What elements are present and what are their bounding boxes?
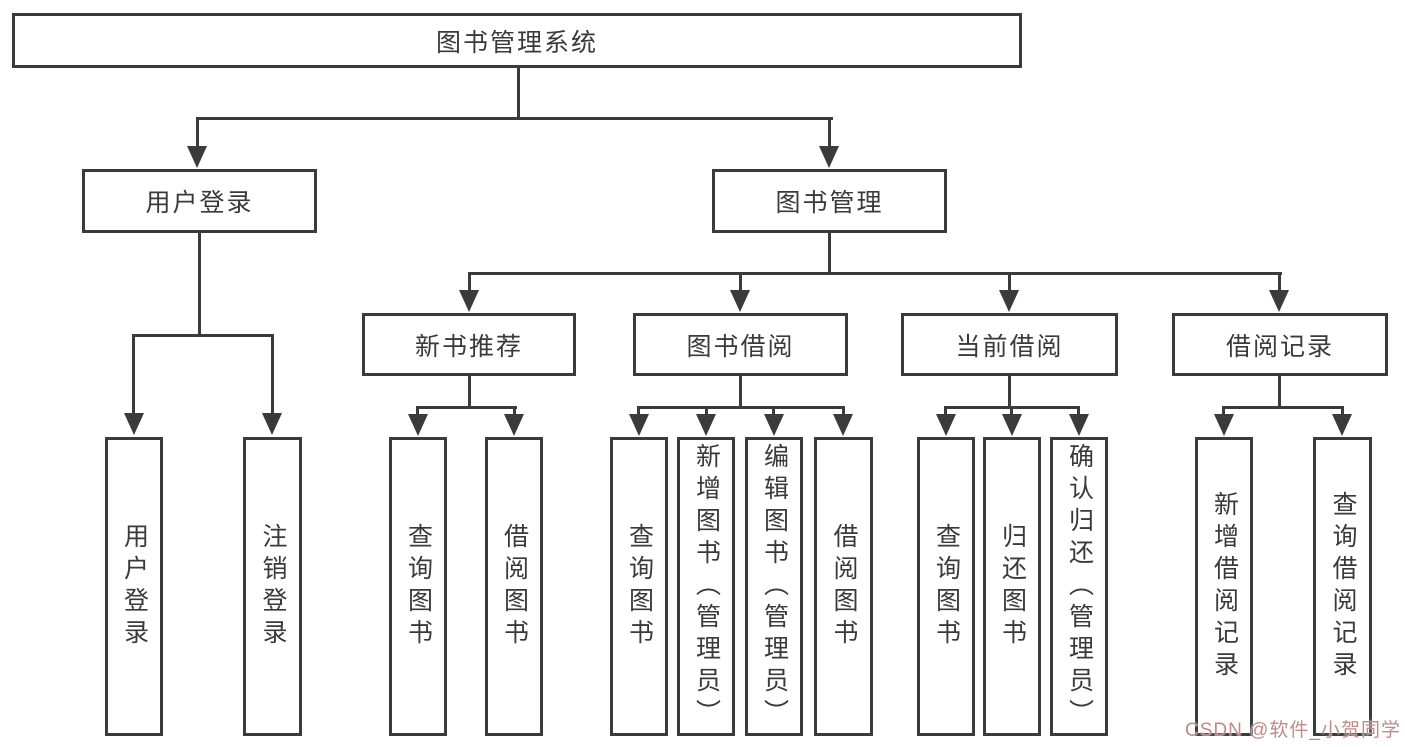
leaf-borrow-borrow-books: 借阅图书 bbox=[814, 437, 873, 736]
arrowhead-to-borrow-query bbox=[629, 414, 649, 436]
node-label: 归还图书 bbox=[998, 522, 1027, 651]
connector-arrow-shaft-borrow-borrow bbox=[842, 406, 845, 418]
connector-arrow-shaft-borrow-add bbox=[705, 406, 708, 418]
arrowhead-to-record-add bbox=[1214, 414, 1234, 436]
connector-arrow-shaft-new-book bbox=[468, 272, 471, 292]
connector-record-bar bbox=[1223, 406, 1343, 409]
node-label: 新增图书（管理员） bbox=[692, 442, 721, 731]
leaf-borrow-query-books: 查询图书 bbox=[610, 437, 668, 736]
connector-borrow-bar bbox=[638, 406, 845, 409]
node-label: 查询借阅记录 bbox=[1329, 490, 1357, 683]
csdn-watermark: CSDN @软件_小贺同学 bbox=[1185, 720, 1401, 741]
node-label: 注销登录 bbox=[259, 522, 287, 651]
node-label: 借阅图书 bbox=[830, 522, 858, 651]
leaf-logout: 注销登录 bbox=[243, 437, 302, 736]
arrowhead-to-current-query bbox=[936, 414, 956, 436]
node-label: 图书借阅 bbox=[686, 332, 795, 361]
leaf-borrow-edit-books-admin: 编辑图书（管理员） bbox=[745, 437, 803, 736]
arrowhead-to-recommend-borrow bbox=[504, 414, 524, 436]
node-current-borrow: 当前借阅 bbox=[901, 313, 1118, 376]
leaf-borrow-add-books-admin: 新增图书（管理员） bbox=[677, 437, 735, 736]
leaf-current-query-books: 查询图书 bbox=[917, 437, 975, 736]
connector-arrow-shaft-current-return bbox=[1010, 406, 1013, 418]
leaf-record-query-borrow-record: 查询借阅记录 bbox=[1313, 437, 1372, 736]
node-label: 图书管理 bbox=[775, 189, 884, 217]
arrowhead-to-leaf-user-login bbox=[124, 413, 144, 435]
connector-level3-bar bbox=[468, 272, 1282, 275]
connector-user-login-bar bbox=[133, 334, 274, 337]
leaf-recommend-query-books: 查询图书 bbox=[389, 437, 447, 736]
node-root-library-management-system: 图书管理系统 bbox=[12, 13, 1022, 68]
connector-arrow-shaft-leaf-user-login bbox=[132, 334, 135, 416]
arrowhead-to-leaf-logout bbox=[262, 413, 282, 435]
node-new-book-recommend: 新书推荐 bbox=[362, 313, 576, 376]
arrowhead-to-current-confirm bbox=[1069, 414, 1089, 436]
leaf-current-confirm-return-admin: 确认归还（管理员） bbox=[1050, 437, 1108, 736]
node-borrow-record: 借阅记录 bbox=[1172, 313, 1388, 376]
connector-arrow-shaft-current-borrow bbox=[1008, 272, 1011, 292]
connector-borrow-trunk bbox=[739, 376, 742, 409]
arrowhead-to-borrow-record bbox=[1269, 290, 1289, 312]
node-book-management: 图书管理 bbox=[712, 169, 947, 233]
node-user-login: 用户登录 bbox=[82, 169, 317, 233]
node-label: 用户登录 bbox=[120, 522, 149, 651]
connector-current-trunk bbox=[1008, 376, 1011, 409]
connector-record-trunk bbox=[1278, 376, 1281, 409]
arrowhead-to-recommend-query bbox=[408, 414, 428, 436]
connector-user-login-trunk bbox=[198, 233, 201, 336]
node-label: 新书推荐 bbox=[414, 332, 523, 361]
connector-arrow-shaft-recommend-borrow bbox=[513, 406, 516, 418]
arrowhead-to-borrow-borrow bbox=[833, 414, 853, 436]
connector-arrow-shaft-borrow-query bbox=[637, 406, 640, 418]
node-label: 查询图书 bbox=[932, 522, 961, 651]
node-label: 当前借阅 bbox=[955, 332, 1064, 361]
arrowhead-to-current-borrow bbox=[999, 290, 1019, 312]
node-label: 查询图书 bbox=[625, 522, 654, 651]
node-label: 编辑图书（管理员） bbox=[760, 442, 789, 731]
arrowhead-to-borrow-edit bbox=[764, 414, 784, 436]
connector-arrow-shaft-book-management bbox=[828, 117, 831, 149]
node-label: 图书管理系统 bbox=[435, 28, 598, 57]
connector-recommend-bar bbox=[417, 406, 517, 409]
connector-arrow-shaft-recommend-query bbox=[416, 406, 419, 418]
connector-recommend-trunk bbox=[468, 376, 471, 409]
node-label: 借阅记录 bbox=[1225, 332, 1334, 361]
node-label: 借阅图书 bbox=[500, 522, 529, 651]
leaf-recommend-borrow-books: 借阅图书 bbox=[485, 437, 543, 736]
node-label: 用户登录 bbox=[145, 189, 254, 217]
leaf-user-login: 用户登录 bbox=[105, 437, 163, 736]
node-label: 确认归还（管理员） bbox=[1065, 442, 1094, 731]
arrowhead-to-book-borrow bbox=[730, 290, 750, 312]
connector-arrow-shaft-book-borrow bbox=[739, 272, 742, 292]
node-label: 新增借阅记录 bbox=[1210, 490, 1239, 683]
arrowhead-to-record-query bbox=[1332, 414, 1352, 436]
connector-arrow-shaft-current-confirm bbox=[1077, 406, 1080, 418]
connector-root-trunk bbox=[517, 67, 520, 120]
node-label: 查询图书 bbox=[404, 522, 433, 651]
arrowhead-to-borrow-add bbox=[696, 414, 716, 436]
connector-level2-bar bbox=[196, 117, 833, 120]
connector-arrow-shaft-leaf-logout bbox=[271, 334, 274, 416]
leaf-record-add-borrow-record: 新增借阅记录 bbox=[1195, 437, 1253, 736]
connector-arrow-shaft-borrow-edit bbox=[772, 406, 775, 418]
connector-arrow-shaft-user-login bbox=[196, 117, 199, 149]
arrowhead-to-book-management bbox=[819, 146, 839, 168]
node-book-borrow: 图书借阅 bbox=[633, 313, 848, 376]
connector-arrow-shaft-record-query bbox=[1341, 406, 1344, 418]
connector-arrow-shaft-current-query bbox=[944, 406, 947, 418]
leaf-current-return-books: 归还图书 bbox=[983, 437, 1041, 736]
connector-arrow-shaft-borrow-record bbox=[1278, 272, 1281, 292]
arrowhead-to-new-book-recommend bbox=[459, 290, 479, 312]
connector-book-management-trunk bbox=[828, 233, 831, 275]
arrowhead-to-current-return bbox=[1002, 414, 1022, 436]
connector-arrow-shaft-record-add bbox=[1222, 406, 1225, 418]
arrowhead-to-user-login bbox=[187, 146, 207, 168]
